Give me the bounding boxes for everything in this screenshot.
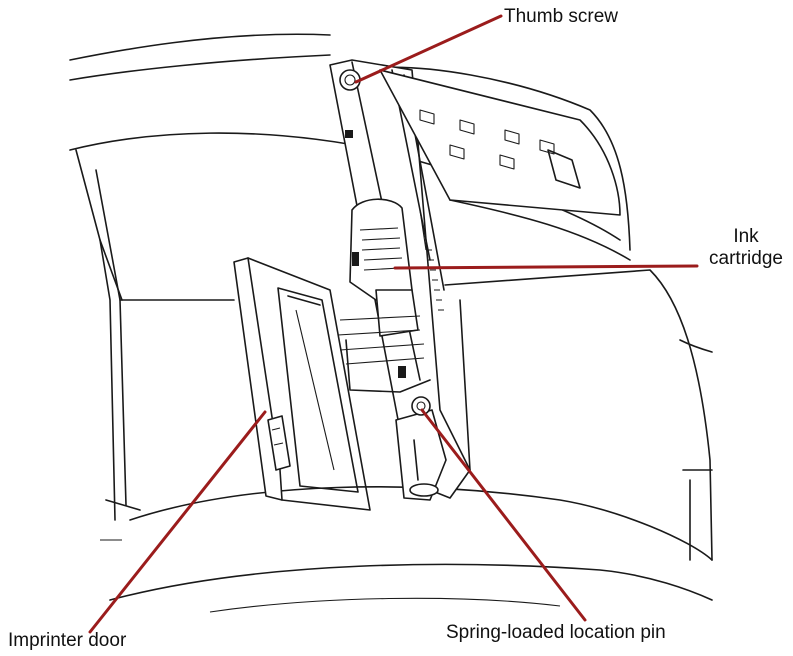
imprinter-door (233, 257, 371, 511)
ink-cartridge (337, 198, 431, 393)
imprinter-door-label: Imprinter door (8, 630, 127, 651)
ink-cartridge-label: Ink cartridge (700, 226, 792, 270)
callout-leaders (88, 14, 699, 634)
location-pin (395, 396, 447, 501)
ink-cartridge-label-line2: cartridge (709, 248, 783, 269)
ink-cartridge-label-line1: Ink (733, 226, 759, 247)
location-pin-label: Spring-loaded location pin (446, 622, 666, 643)
thumb-screw-label: Thumb screw (504, 6, 619, 27)
frame-ribs (426, 249, 444, 311)
